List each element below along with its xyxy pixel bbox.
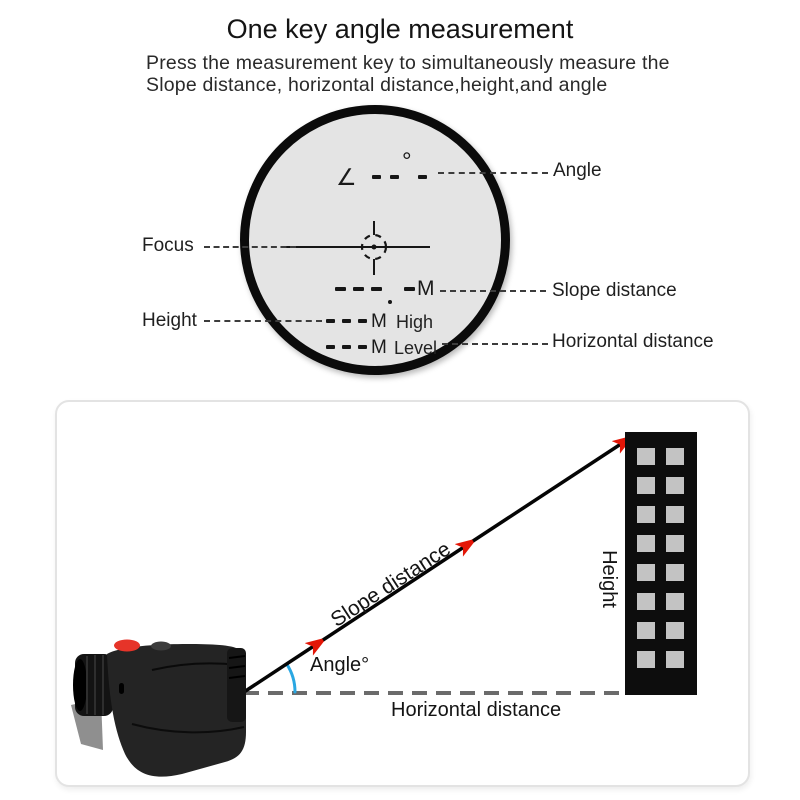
reticle-dash [371, 287, 382, 291]
focus-crosshair [284, 221, 430, 275]
diagram-angle-label: Angle° [310, 654, 370, 676]
viewfinder-circle [240, 105, 510, 375]
reticle-dash [390, 175, 399, 179]
callout-slope-distance: Slope distance [552, 280, 677, 301]
level-unit: M [371, 337, 387, 358]
subtitle-line-2: Slope distance, horizontal distance,heig… [146, 74, 608, 96]
callout-height: Height [142, 310, 197, 331]
reticle-dash [326, 345, 335, 349]
building [625, 432, 697, 695]
device-eyepiece [227, 648, 246, 722]
reticle-dash [342, 319, 351, 323]
reticle-dash [326, 319, 335, 323]
horizontal-leader-line [442, 343, 548, 345]
reticle-dash [342, 345, 351, 349]
callout-horizontal-distance: Horizontal distance [552, 331, 714, 352]
page-title: One key angle measurement [226, 14, 574, 44]
subtitle-line-1: Press the measurement key to simultaneou… [146, 52, 670, 74]
callout-angle: Angle [553, 160, 602, 181]
angle-symbol: ∠ [336, 164, 357, 190]
reticle-dash [358, 319, 367, 323]
angle-arc [285, 662, 297, 694]
level-mode-label: Level [394, 338, 438, 358]
height-leader-line [204, 320, 322, 322]
slope-unit: M [417, 277, 435, 300]
focus-leader-line [204, 246, 296, 248]
decimal-dot [388, 300, 392, 304]
angle-leader-line [438, 172, 548, 174]
degree-symbol: ° [402, 148, 412, 175]
diagram-horizontal-distance-label: Horizontal distance [391, 699, 562, 721]
slope-leader-line [440, 290, 546, 292]
callout-focus: Focus [142, 235, 194, 256]
device-power-button [114, 639, 140, 652]
measurement-diagram [71, 432, 697, 777]
diagram-height-label: Height [598, 550, 620, 608]
slope-distance-line [243, 435, 635, 694]
height-mode-label: High [396, 312, 434, 332]
measurement-diagram-panel: Slope distance Angle° Height Horizontal … [55, 400, 750, 787]
height-unit: M [371, 311, 387, 332]
reticle-dash [353, 287, 364, 291]
reticle-dash [404, 287, 415, 291]
rangefinder-device [71, 639, 246, 777]
reticle-dash [418, 175, 427, 179]
reticle-dash [372, 175, 381, 179]
device-mode-button [151, 641, 171, 651]
device-body [107, 644, 246, 777]
reticle-dash [358, 345, 367, 349]
reticle-dash [335, 287, 346, 291]
building-windows [637, 448, 684, 668]
